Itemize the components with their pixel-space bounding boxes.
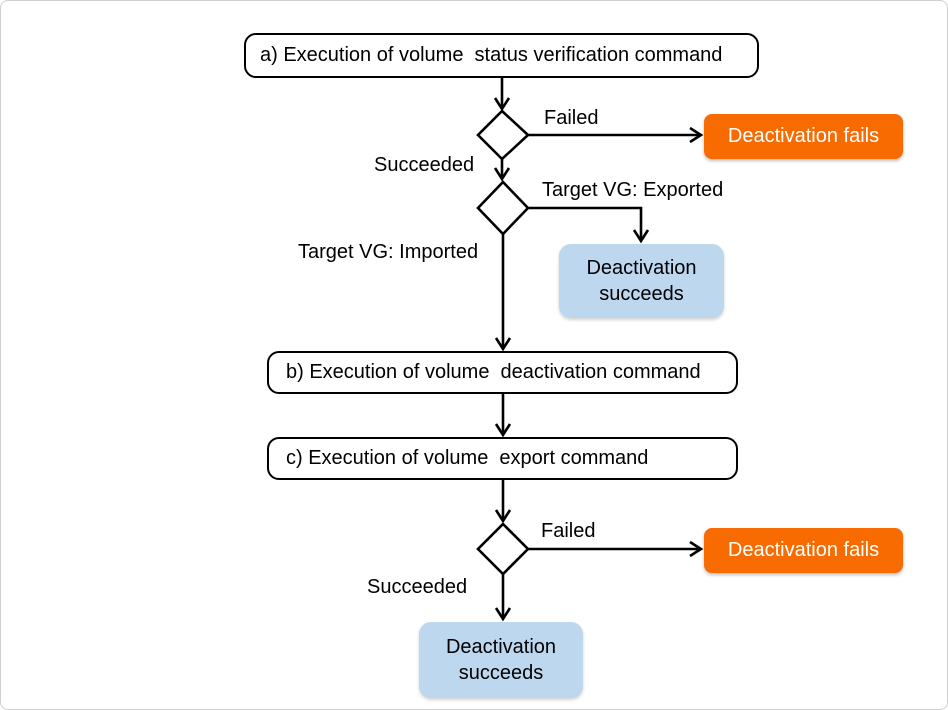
edge-label-target-vg-imported: Target VG: Imported [298,241,479,263]
arrow-decision2-to-success [528,206,650,244]
fail-box-top: Deactivation fails [704,114,903,159]
edge-label-target-vg-exported: Target VG: Exported [542,179,724,201]
decision3-diamond [476,522,530,576]
arrow-b-to-c [494,394,512,438]
arrow-decision3-to-fail [528,540,704,558]
process-box-a: a) Execution of volume status verificati… [244,33,759,78]
edge-label-succeeded-top: Succeeded [374,154,475,176]
arrow-c-to-decision3 [494,480,512,524]
edge-label-failed-top: Failed [544,107,599,129]
process-box-b: b) Execution of volume deactivation comm… [267,351,738,394]
arrow-decision1-to-decision2 [493,159,511,182]
decision1-diamond [476,109,530,161]
edge-label-failed-bottom: Failed [541,520,596,542]
success-box-bottom: Deactivation succeeds [419,622,583,698]
arrow-decision1-to-fail [528,126,704,144]
success-box-mid: Deactivation succeeds [559,244,724,318]
edge-label-succeeded-bottom: Succeeded [367,576,468,598]
fail-box-bottom: Deactivation fails [704,528,903,573]
process-box-c: c) Execution of volume export command [267,437,738,480]
arrow-decision2-to-b [494,234,512,352]
arrow-a-to-decision1 [493,78,511,112]
arrow-decision3-to-success [494,574,512,622]
decision2-diamond [476,180,530,236]
